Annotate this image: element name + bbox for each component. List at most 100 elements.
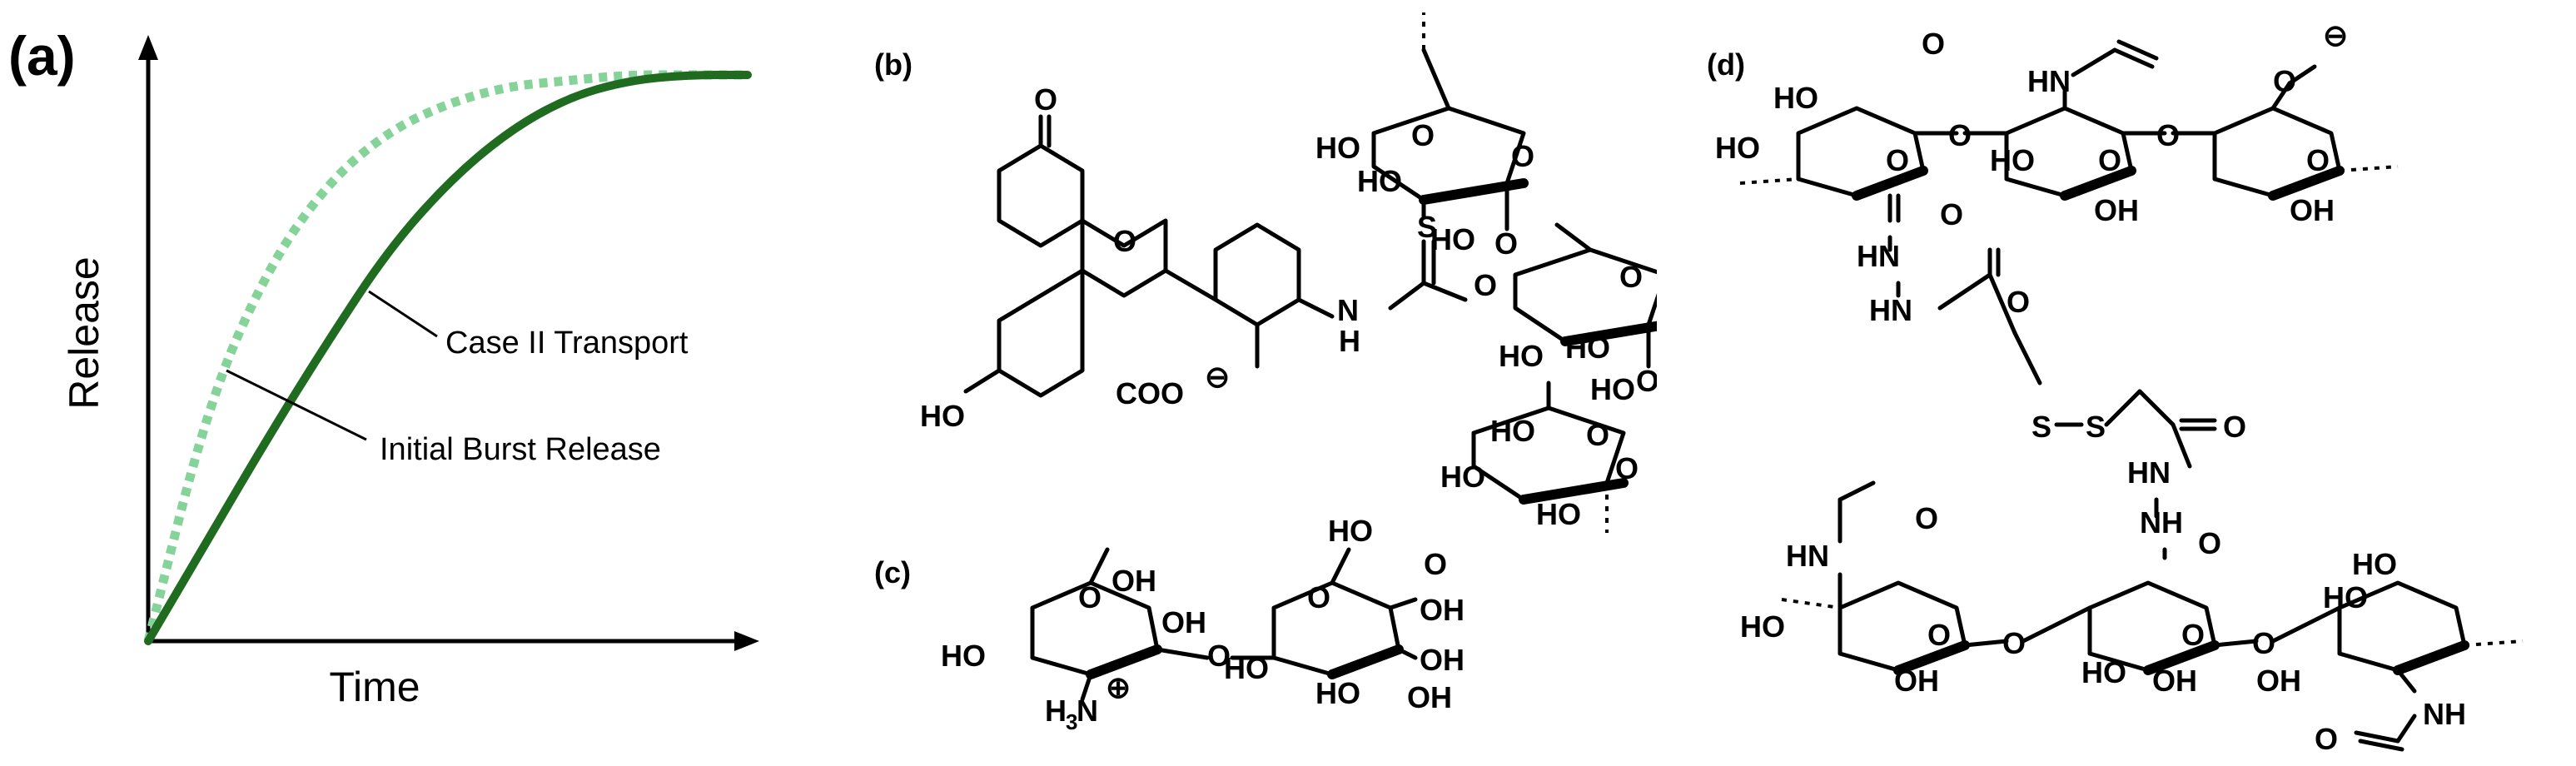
glucose-ring-3 xyxy=(1471,381,1629,533)
lower-oh-c: OH xyxy=(2256,664,2301,698)
carboxylate-coo: COO xyxy=(1116,376,1184,410)
lower-ho-a: HO xyxy=(2352,547,2397,581)
ring2-o-link: O xyxy=(1636,364,1657,398)
ring1-o-link: O xyxy=(1494,226,1518,261)
upper-hn: HN xyxy=(2027,64,2071,98)
y-axis-arrow xyxy=(138,35,158,60)
upper-ring3-o: O xyxy=(2306,143,2330,177)
series-line-0 xyxy=(144,71,752,645)
xanthene-ring-o: O xyxy=(1113,224,1136,258)
burst-annotation: Initial Burst Release xyxy=(380,432,661,467)
panel-c-label: (c) xyxy=(874,555,911,589)
ring2-ho-c: HO xyxy=(1590,372,1635,406)
ring1-ho: HO xyxy=(941,639,986,673)
amine-subscript: 3 xyxy=(1066,709,1077,734)
lower-hn: HN xyxy=(1786,539,1829,573)
panel-a-release-plot: (a) Time Release Case II Transport Initi… xyxy=(0,0,799,766)
lower-ho-c: HO xyxy=(1740,609,1785,644)
ring3-ho-b: HO xyxy=(1440,460,1485,494)
disulfide-s-2: S xyxy=(2086,410,2106,444)
series-layer xyxy=(143,70,752,645)
panel-a-label: (a) xyxy=(8,25,76,87)
upper-ring1-o: O xyxy=(1886,143,1909,177)
ring2-oh-c: OH xyxy=(1407,680,1452,714)
ring3-ho-a: HO xyxy=(1490,414,1535,448)
ring1-ch2oh: OH xyxy=(1111,564,1156,598)
hydrazide-hn-2: HN xyxy=(1869,293,1912,327)
upper-amide-o: O xyxy=(1940,197,1963,231)
ring1-o: O xyxy=(1078,580,1102,614)
panel-d-label: (d) xyxy=(1707,47,1745,82)
carboxylate-charge: ⊖ xyxy=(1205,360,1230,394)
ring2-ho-a: HO xyxy=(1565,331,1610,365)
hydrazide-nh-4: NH xyxy=(2140,505,2183,540)
ring1-o-glyco: O xyxy=(1511,139,1534,173)
lower-acetyl-o: O xyxy=(1915,501,1938,535)
upper-oh-b: OH xyxy=(2290,193,2335,227)
panel-c-structure: (c) HO O OH OH O HO O OH OH HO OH H 3 N … xyxy=(841,0,1657,766)
carbamate-o: O xyxy=(1474,268,1497,302)
amine-h: H xyxy=(1045,694,1067,728)
ring1-ho-a: HO xyxy=(1315,131,1360,165)
x-axis-arrow xyxy=(734,631,759,651)
upper-link-o-2: O xyxy=(2156,118,2180,152)
lower-acetyl-o-2: O xyxy=(2315,722,2338,756)
lower-ho-b: HO xyxy=(2323,580,2368,614)
upper-ring2-o: O xyxy=(2098,143,2121,177)
ring1-oh: OH xyxy=(1161,605,1206,639)
hydrazide-o-1: O xyxy=(2007,285,2030,319)
thiourea-h: H xyxy=(1339,324,1360,358)
carboxyl-o: O xyxy=(1424,547,1447,581)
glycosidic-o: O xyxy=(1207,639,1231,673)
ring1-ho-b: HO xyxy=(1357,164,1402,198)
ring1-o: O xyxy=(1411,118,1435,152)
lower-ho-d: HO xyxy=(2081,655,2126,689)
burst-leader xyxy=(226,369,367,441)
case-ii-leader xyxy=(368,290,438,338)
lower-chain xyxy=(1781,480,2524,752)
upper-ho-b: HO xyxy=(1715,131,1760,165)
xanthene-core xyxy=(963,114,1468,398)
ring2-ho: HO xyxy=(1315,676,1360,710)
lower-nh: NH xyxy=(2423,697,2466,731)
case-ii-annotation: Case II Transport xyxy=(445,326,689,361)
ring3-o: O xyxy=(1586,418,1609,452)
lower-ring1-o: O xyxy=(1927,618,1951,652)
upper-acetyl-o: O xyxy=(1922,27,1945,61)
thiourea-s: S xyxy=(1417,210,1437,244)
ring3-ho-c: HO xyxy=(1536,497,1581,531)
ring3-o-link: O xyxy=(1615,451,1639,485)
carboxyl-ho: HO xyxy=(1328,514,1373,548)
lower-link-o-1: O xyxy=(2002,626,2026,660)
hydrazide-o-2: O xyxy=(2223,410,2246,444)
ring2-ho-b: HO xyxy=(1499,339,1544,373)
xanthene-keto-o: O xyxy=(1034,82,1057,117)
thiourea-n: N xyxy=(1337,293,1359,327)
ring2-oh-a: OH xyxy=(1420,593,1465,627)
crosslinker xyxy=(1887,235,2217,560)
y-axis-label: Release xyxy=(61,256,107,409)
upper-link-o-1: O xyxy=(1948,118,1972,152)
lower-oh-a: OH xyxy=(1894,664,1939,698)
hydrazide-hn-1: HN xyxy=(1857,239,1900,273)
lower-ring2-o: O xyxy=(2181,618,2205,652)
ring2-o: O xyxy=(1307,580,1330,614)
ring2-o: O xyxy=(1619,260,1643,294)
ring2-oh-b: OH xyxy=(1420,643,1465,677)
hydrazide-hn-3: HN xyxy=(2127,455,2171,490)
glucose-ring-2 xyxy=(1513,222,1657,369)
disulfide-s-1: S xyxy=(2031,410,2051,444)
glucuronic-ring xyxy=(1271,547,1418,679)
amine-charge: ⊕ xyxy=(1106,670,1131,704)
lower-amide-o: O xyxy=(2198,526,2221,560)
ring1-ho-c: HO xyxy=(1430,222,1475,256)
phenol-ho: HO xyxy=(920,399,965,433)
panel-b-label: (b) xyxy=(874,47,913,82)
upper-ho-a: HO xyxy=(1773,81,1818,115)
upper-carboxylate-o: O xyxy=(2273,64,2296,98)
x-axis-label: Time xyxy=(329,664,420,710)
ring2-ho-extra: HO xyxy=(1224,651,1269,685)
glucose-ring-1 xyxy=(1371,12,1529,231)
upper-oh-a: OH xyxy=(2094,193,2139,227)
lower-oh-b: OH xyxy=(2152,664,2197,698)
